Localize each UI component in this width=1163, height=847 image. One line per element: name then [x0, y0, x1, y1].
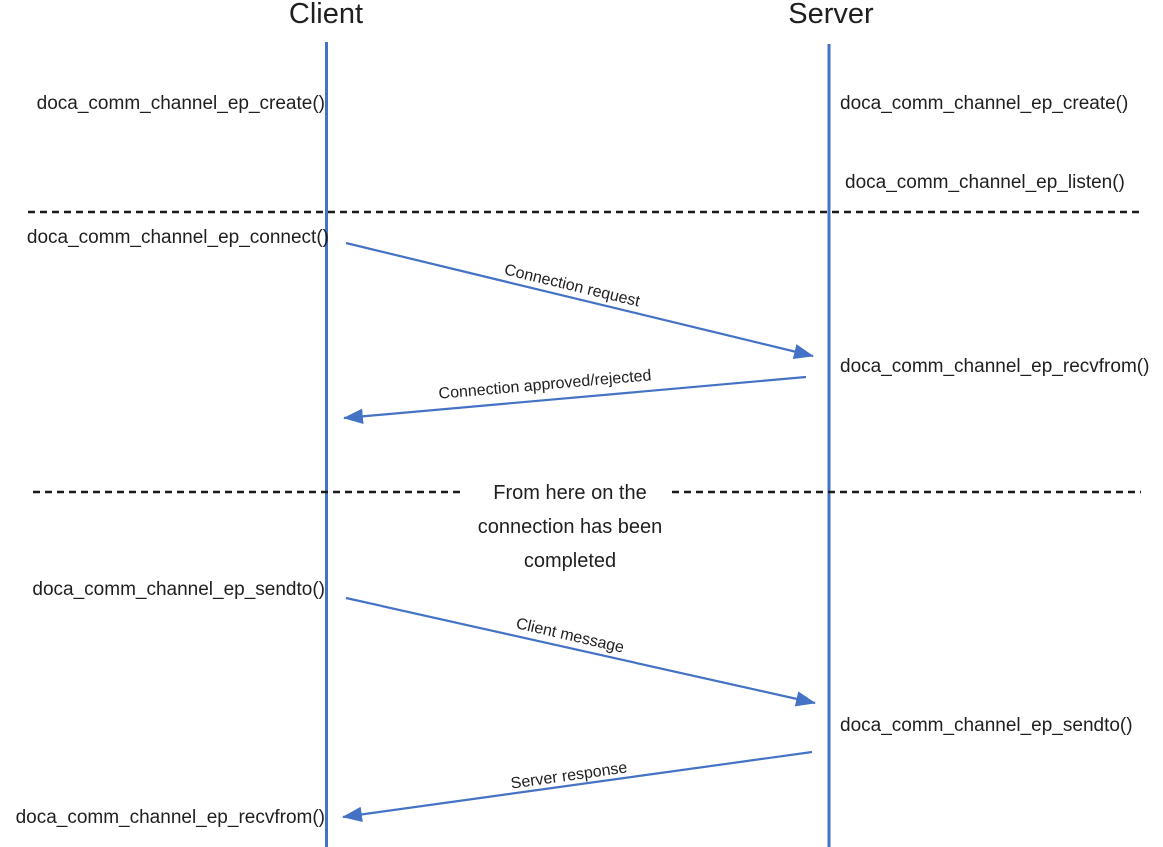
client-call-recvfrom: doca_comm_channel_ep_recvfrom() — [15, 807, 325, 828]
note-line-1: From here on the — [493, 482, 647, 504]
arrow-connection-request — [345, 241, 814, 360]
client-lane-title: Client — [288, 0, 364, 30]
server-call-create: doca_comm_channel_ep_create() — [840, 93, 1129, 114]
client-call-create: doca_comm_channel_ep_create() — [36, 93, 325, 114]
arrow-client-message — [345, 596, 816, 707]
arrow-server-response — [342, 750, 813, 823]
arrow-connection-approved — [343, 375, 807, 424]
note-line-2: connection has been — [477, 516, 663, 538]
server-call-sendto: doca_comm_channel_ep_sendto() — [840, 715, 1133, 736]
connection-completed-note: From here on the connection has been com… — [410, 476, 730, 578]
note-line-3: completed — [523, 550, 617, 572]
server-call-recvfrom: doca_comm_channel_ep_recvfrom() — [840, 356, 1150, 377]
server-call-listen: doca_comm_channel_ep_listen() — [845, 172, 1125, 193]
server-lane-title: Server — [788, 0, 874, 30]
client-call-sendto: doca_comm_channel_ep_sendto() — [32, 579, 325, 600]
client-call-connect: doca_comm_channel_ep_connect() — [26, 227, 329, 248]
